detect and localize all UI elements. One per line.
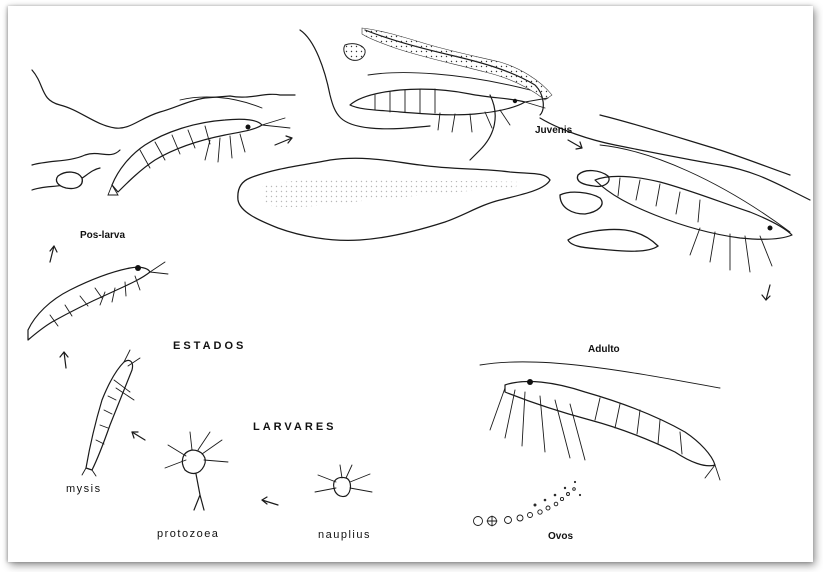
mysis-larva <box>82 350 140 476</box>
label-pos-larva: Pos-larva <box>80 230 125 241</box>
juvenile-shrimp-right <box>595 145 792 272</box>
small-island-1 <box>577 171 609 187</box>
stippled-shore <box>344 28 552 100</box>
adult-shrimp <box>480 362 720 480</box>
small-island-3 <box>568 229 658 251</box>
small-island-2 <box>560 192 602 214</box>
label-protozoea: protozoea <box>157 528 219 540</box>
label-adulto: Adulto <box>588 344 620 355</box>
small-island-left <box>56 172 82 188</box>
label-larvares: LARVARES <box>253 421 337 433</box>
nauplius-larva <box>315 465 372 497</box>
label-nauplius: nauplius <box>318 529 371 541</box>
label-juvenis: Juvenis <box>535 125 573 136</box>
label-ovos: Ovos <box>548 531 573 542</box>
eggs <box>474 481 582 526</box>
label-estados: ESTADOS <box>173 340 246 352</box>
protozoea-larva <box>165 432 228 510</box>
label-mysis: mysis <box>66 483 102 495</box>
post-larva-shrimp <box>28 262 168 340</box>
